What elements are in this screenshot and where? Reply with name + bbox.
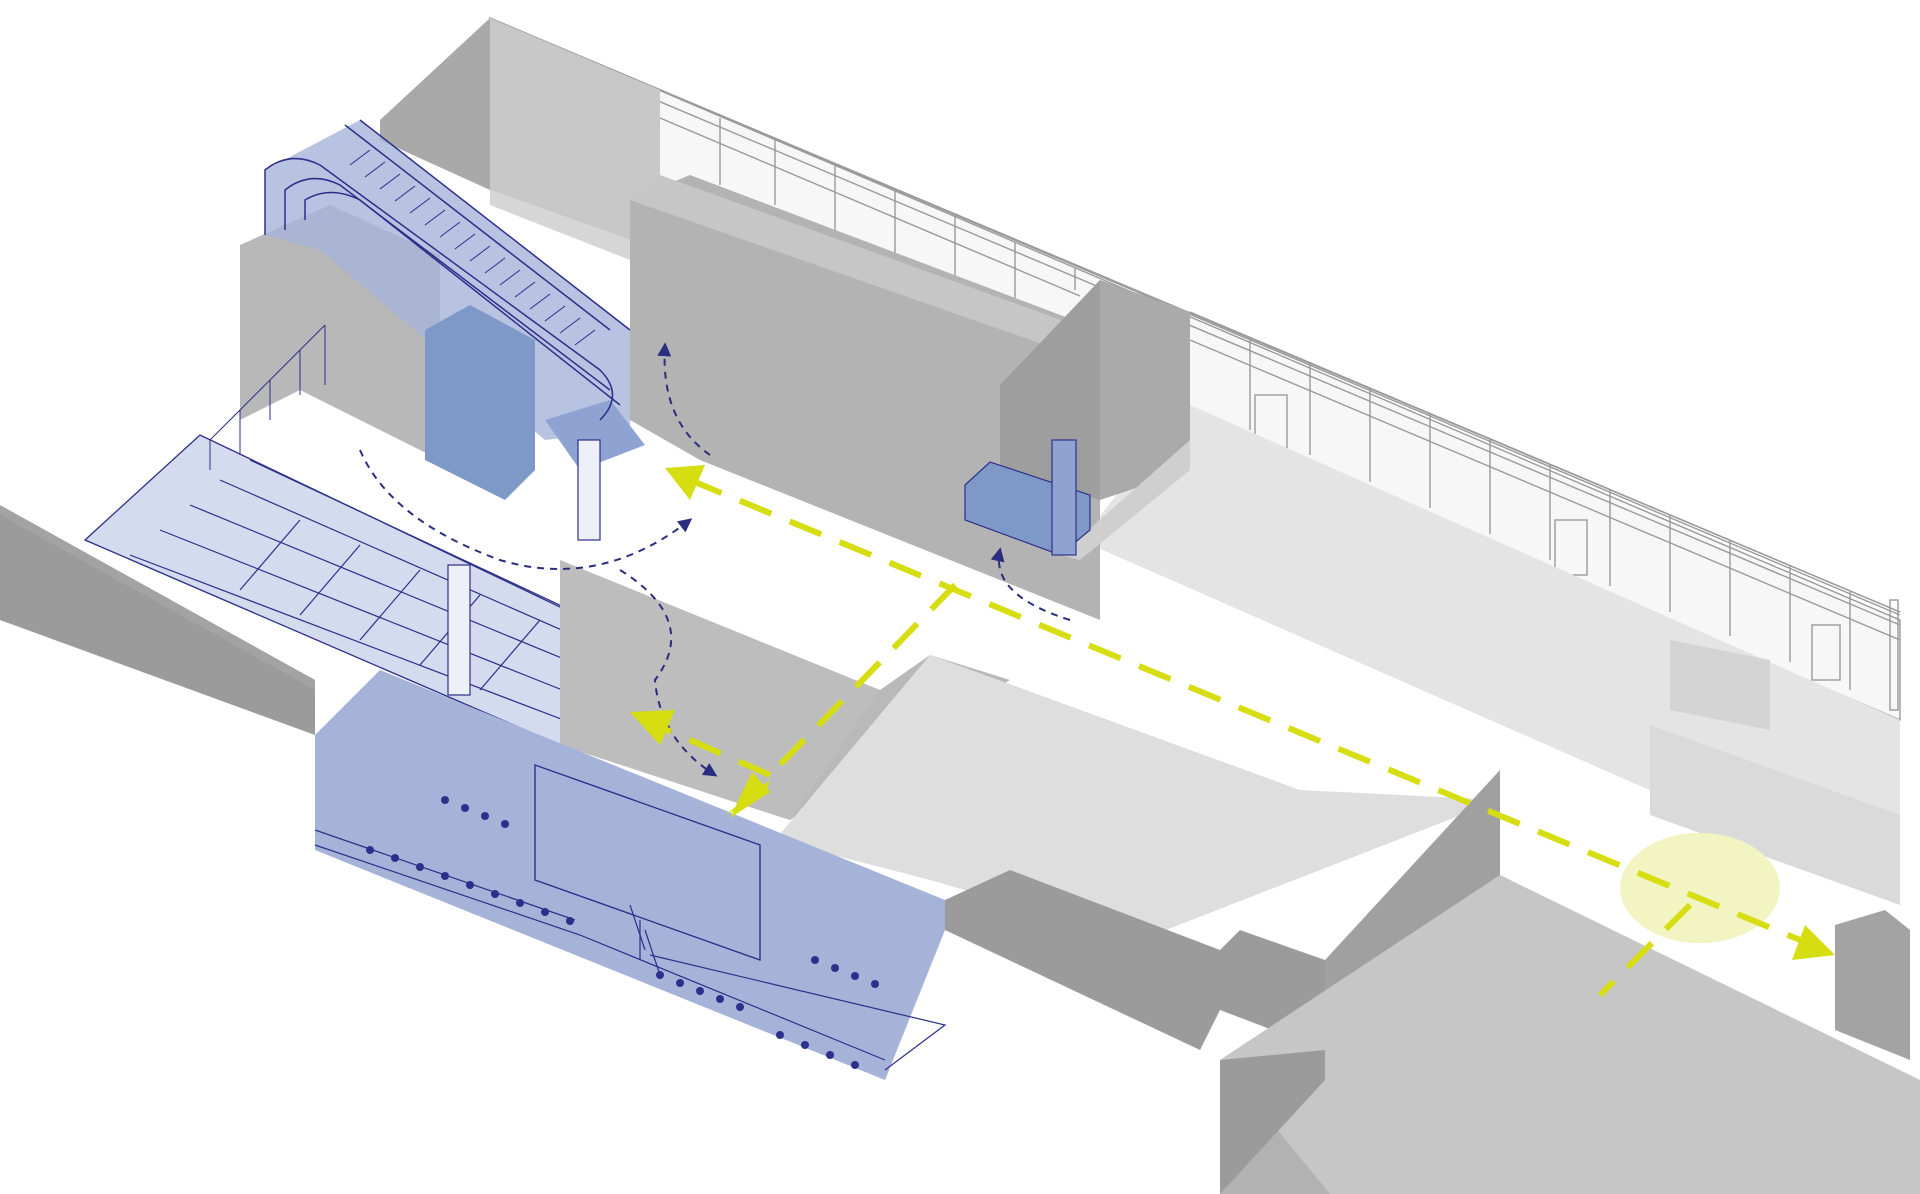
room-upper-a-floor xyxy=(490,190,630,260)
escalators xyxy=(264,119,645,541)
escalator-steps xyxy=(349,149,596,346)
restrooms xyxy=(314,670,947,1080)
left-lower-wall xyxy=(0,510,315,735)
escalator-glass-body xyxy=(265,120,630,440)
lower-right-floor xyxy=(1220,875,1920,1194)
room-upper-a xyxy=(490,18,660,240)
seating-tiers xyxy=(83,324,652,746)
main-flow-paths xyxy=(630,465,1835,998)
room-block-center-floor xyxy=(630,175,1075,345)
escalator-post xyxy=(577,439,601,541)
escalator-support-column xyxy=(425,305,535,500)
restroom-fixtures xyxy=(366,796,879,1069)
right-recess-block xyxy=(1650,725,1900,905)
far-right-pillar xyxy=(1835,910,1910,1060)
info-counter-column xyxy=(1051,439,1077,556)
lower-left-wall-base xyxy=(1220,1050,1325,1194)
navy-arrow-to-counter xyxy=(990,547,1071,621)
info-counter xyxy=(964,439,1091,556)
right-recess-wall xyxy=(1670,640,1770,730)
secondary-flow-arrows xyxy=(359,342,1071,777)
yellow-arrowhead-west xyxy=(665,465,705,500)
mid-floor-lane xyxy=(560,560,880,820)
yellow-path-bottom-stub xyxy=(1597,902,1693,998)
room-floor-right xyxy=(1060,440,1190,560)
center-light-slab xyxy=(775,655,1500,940)
yellow-path-main-long xyxy=(688,477,1802,943)
room-block-right-top xyxy=(1100,280,1190,500)
yellow-path-branch-left xyxy=(658,724,772,778)
lower-mid-wall xyxy=(945,870,1325,1050)
seating-center-post xyxy=(447,564,471,696)
restroom-screen xyxy=(534,764,761,961)
highlight-zone xyxy=(1620,833,1780,943)
main-corridor-floor xyxy=(490,420,1920,1060)
navy-arrow-to-restrooms xyxy=(619,569,718,777)
navy-arrow-escalator-up xyxy=(657,342,711,456)
room-wall-left xyxy=(380,18,490,190)
seating-railing xyxy=(209,324,326,470)
navy-arrow-seating-to-corridor xyxy=(359,449,693,570)
yellow-path-branch-diagonal xyxy=(767,582,958,778)
yellow-arrowhead-southwest-left xyxy=(630,710,675,745)
seating-rows xyxy=(129,459,646,731)
escalator-floor-plate xyxy=(545,400,645,470)
left-lower-wall-top xyxy=(0,505,315,690)
yellow-arrowhead-east xyxy=(1792,925,1835,960)
yellow-arrowhead-south-tip xyxy=(730,772,770,818)
